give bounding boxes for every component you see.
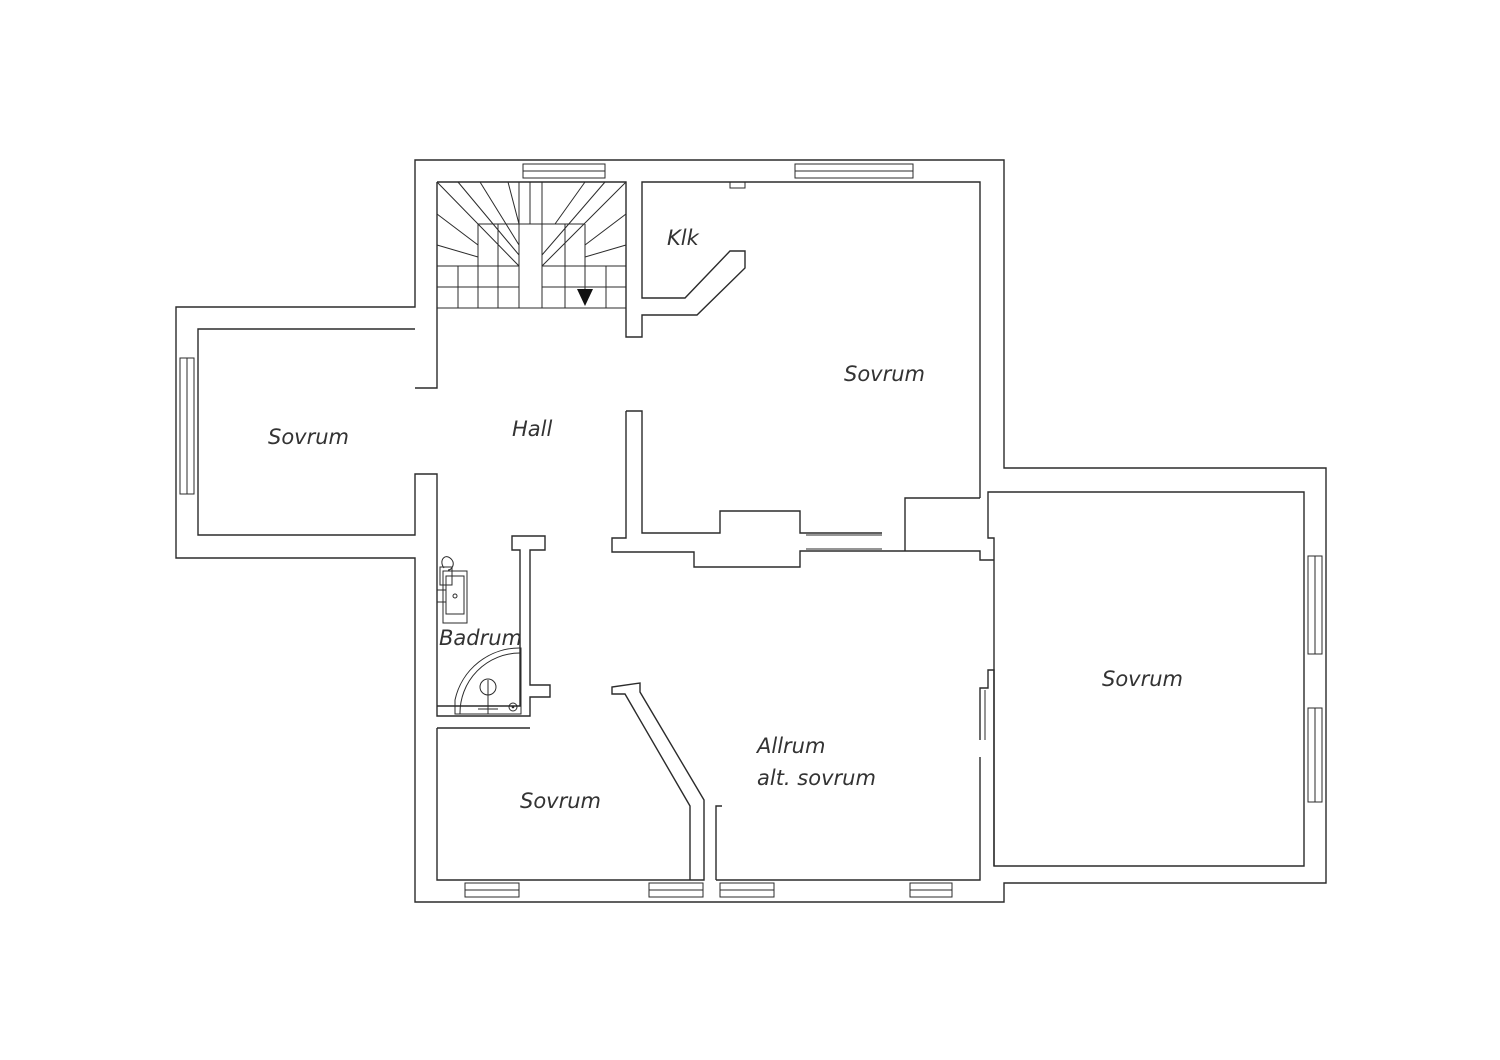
room-label-sovrum-west: Sovrum [268,425,349,449]
room-label-sovrum-north: Sovrum [844,362,925,386]
window-south-3 [719,882,775,898]
stair-direction-arrow-icon [577,289,593,306]
room-label-sovrum-south: Sovrum [520,789,601,813]
room-label-hall: Hall [512,417,552,441]
room-label-badrum: Badrum [439,626,522,650]
window-south-4 [909,882,953,898]
exterior-wall-outer [175,159,1327,903]
bathroom-fixtures [437,556,522,715]
staircase [436,181,627,309]
room-label-allrum-alt: alt. sovrum [757,766,876,790]
wall-south-rooms [436,669,995,881]
window-north-sovrum [794,163,914,179]
window-south-2 [648,882,704,898]
window-west-sovrum [179,357,195,495]
window-east-sovrum-2 [1307,707,1323,803]
wall-west-bedroom [197,328,551,717]
wall-hall-south-partition [611,411,1305,867]
window-south-1 [464,882,520,898]
wall-hall-east [626,410,980,551]
wall-stair-left [415,182,438,389]
window-north-stair [522,163,606,179]
room-label-klk: Klk [667,226,700,250]
wall-stub-top [729,182,746,189]
room-label-sovrum-east: Sovrum [1102,667,1183,691]
window-east-sovrum-1 [1307,555,1323,655]
room-label-allrum: Allrum [755,734,825,758]
wall-stair-enclosure [437,181,981,498]
